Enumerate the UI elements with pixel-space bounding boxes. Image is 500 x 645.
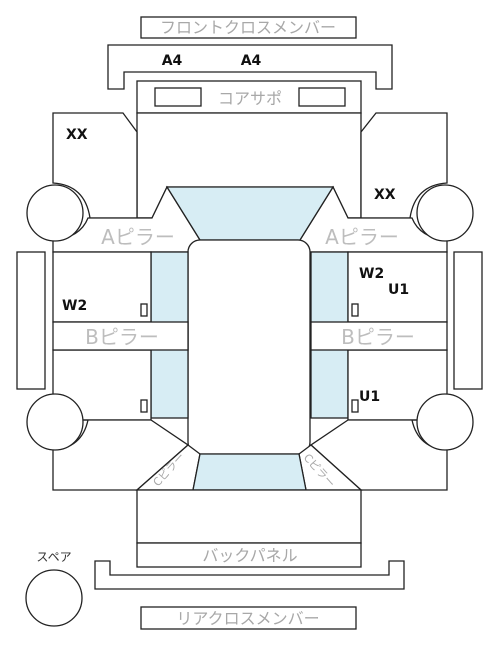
rear-cross-member-label: リアクロスメンバー [176,609,319,628]
front-cross-member-label: フロントクロスメンバー [160,18,336,37]
front-right-fender[interactable] [348,112,448,219]
left-front-door-handle [140,303,148,317]
front-left-fender-code: XX [66,127,88,143]
right-rear-door-handle [351,399,359,413]
front-left-fender[interactable] [52,112,152,219]
front-right-fender-code: XX [374,187,396,203]
spare-tire[interactable] [25,569,83,627]
b-pillar-right[interactable] [310,321,448,351]
rear-left-wheel[interactable] [26,393,84,451]
front-left-member-code: A4 [162,53,183,69]
left-front-door[interactable] [52,251,152,323]
a-pillar-left-label: Aピラー [101,225,175,249]
front-cross-member[interactable] [140,16,357,39]
rear-right-wheel[interactable] [416,393,474,451]
left-front-door-code: W2 [62,298,87,314]
b-pillar-left[interactable] [52,321,189,351]
right-front-door-code-1: W2 [359,266,384,282]
b-pillar-right-label: Bピラー [341,325,415,349]
b-pillar-left-label: Bピラー [85,325,159,349]
right-front-door-code-2: U1 [388,282,409,298]
right-front-door-handle [351,303,359,317]
rear-window[interactable] [192,453,307,491]
rear-cross-member[interactable] [140,606,357,630]
right-headlight-slot [298,87,346,107]
core-support-label: コアサポ [218,89,282,108]
left-rocker-panel[interactable] [16,251,46,390]
a-pillar-right-label: Aピラー [325,225,399,249]
front-right-member-code: A4 [241,53,262,69]
spare-label: スペア [36,550,71,564]
left-headlight-slot [154,87,202,107]
trunk-lid[interactable] [136,489,362,544]
left-rear-door-handle [140,399,148,413]
back-panel[interactable] [136,542,362,568]
back-panel-label: バックパネル [202,546,297,565]
front-right-wheel[interactable] [416,184,474,242]
right-front-door[interactable] [347,251,448,323]
roof[interactable] [187,239,311,455]
front-left-wheel[interactable] [26,184,84,242]
right-rocker-panel[interactable] [453,251,483,390]
front-bumper-reinforcement[interactable] [107,44,393,90]
right-rear-door-code: U1 [359,389,380,405]
rear-bumper-reinforcement[interactable] [94,560,405,590]
